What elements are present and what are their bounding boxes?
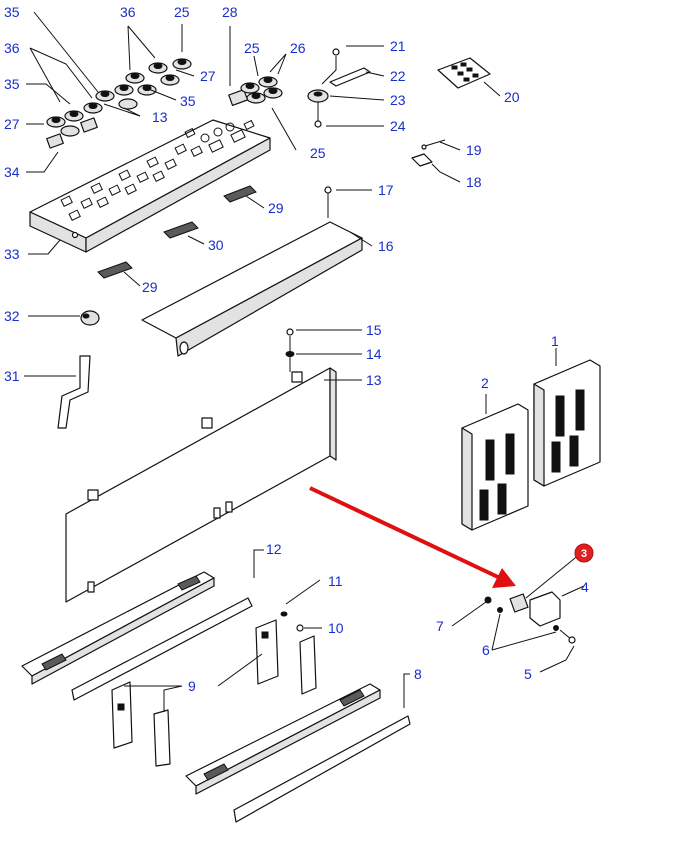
switch-cluster-left bbox=[46, 58, 192, 149]
circuit-board-1 bbox=[533, 359, 601, 487]
label-19: 19 bbox=[466, 142, 482, 158]
label-14: 14 bbox=[366, 346, 382, 362]
keypad bbox=[437, 57, 491, 89]
rail-12 bbox=[21, 571, 253, 701]
callout-labels: 35 36 35 27 34 36 25 27 35 13 28 25 26 2… bbox=[4, 4, 589, 694]
label-1: 1 bbox=[551, 333, 559, 349]
label-6: 6 bbox=[482, 642, 490, 658]
label-29b: 29 bbox=[142, 279, 158, 295]
label-4: 4 bbox=[581, 579, 589, 595]
label-31: 31 bbox=[4, 368, 20, 384]
side-panel bbox=[65, 367, 337, 603]
label-16: 16 bbox=[378, 238, 394, 254]
mounting-plates bbox=[111, 611, 317, 767]
switch-cluster-right bbox=[228, 76, 283, 106]
label-3: 3 bbox=[581, 548, 587, 560]
label-20: 20 bbox=[504, 89, 520, 105]
label-17: 17 bbox=[378, 182, 394, 198]
label-12: 12 bbox=[266, 541, 282, 557]
label-25b: 25 bbox=[244, 40, 260, 56]
label-18: 18 bbox=[466, 174, 482, 190]
bracket-16 bbox=[141, 186, 363, 357]
label-21: 21 bbox=[390, 38, 406, 54]
connector-strips bbox=[97, 185, 257, 279]
label-33: 33 bbox=[4, 246, 20, 262]
label-22: 22 bbox=[390, 68, 406, 84]
clip-and-pin bbox=[411, 139, 446, 167]
label-35c: 35 bbox=[180, 93, 196, 109]
label-32: 32 bbox=[4, 308, 20, 324]
label-36a: 36 bbox=[4, 40, 20, 56]
label-25a: 25 bbox=[174, 4, 190, 20]
label-29a: 29 bbox=[268, 200, 284, 216]
label-5: 5 bbox=[524, 666, 532, 682]
label-13b: 13 bbox=[366, 372, 382, 388]
label-23: 23 bbox=[390, 92, 406, 108]
label-7: 7 bbox=[436, 618, 444, 634]
leader-lines bbox=[24, 11, 585, 712]
label-27a: 27 bbox=[4, 116, 20, 132]
label-8: 8 bbox=[414, 666, 422, 682]
label-28: 28 bbox=[222, 4, 238, 20]
label-2: 2 bbox=[481, 375, 489, 391]
bracket-assembly bbox=[484, 591, 576, 644]
label-11: 11 bbox=[328, 573, 343, 589]
grommet bbox=[80, 310, 100, 326]
label-35a: 35 bbox=[4, 4, 20, 20]
label-27b: 27 bbox=[200, 68, 216, 84]
top-control-panel bbox=[29, 119, 271, 253]
rail-8 bbox=[185, 683, 411, 823]
label-25c: 25 bbox=[310, 145, 326, 161]
highlight-arrow bbox=[309, 486, 516, 588]
label-26: 26 bbox=[290, 40, 306, 56]
circuit-board-2 bbox=[461, 403, 529, 531]
highlight-marker: 3 bbox=[525, 543, 594, 599]
bent-bracket bbox=[57, 355, 91, 429]
label-13a: 13 bbox=[152, 109, 168, 125]
label-35b: 35 bbox=[4, 76, 20, 92]
label-10: 10 bbox=[328, 620, 344, 636]
knob-assembly bbox=[307, 48, 371, 128]
screw-washer bbox=[285, 328, 295, 372]
label-15: 15 bbox=[366, 322, 382, 338]
label-30: 30 bbox=[208, 237, 224, 253]
label-24: 24 bbox=[390, 118, 406, 134]
label-34: 34 bbox=[4, 164, 20, 180]
label-9: 9 bbox=[188, 678, 196, 694]
label-36b: 36 bbox=[120, 4, 136, 20]
